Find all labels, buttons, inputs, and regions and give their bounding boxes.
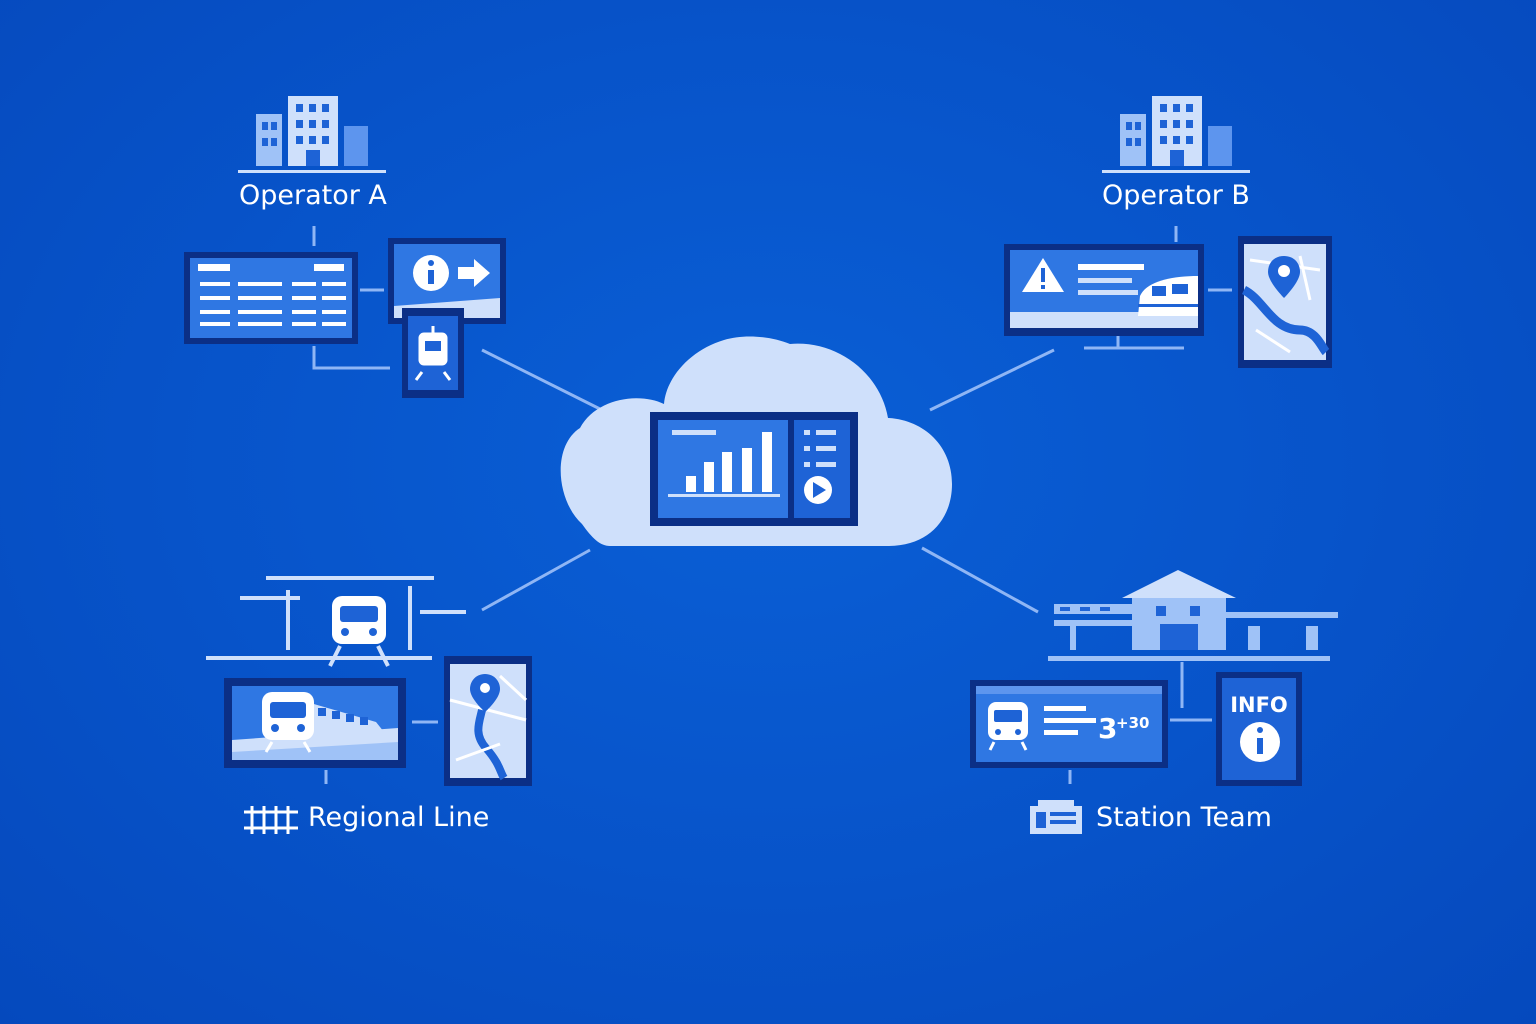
departure-board-screen <box>184 252 358 344</box>
railway-platform-icon <box>206 576 466 667</box>
warning-icon <box>1022 258 1064 292</box>
info-icon <box>413 255 449 291</box>
platform-time-text: 3 <box>1098 712 1117 745</box>
connector-operator-b <box>929 348 1055 412</box>
station-team-label: Station Team <box>1096 802 1272 833</box>
connector-station-team <box>921 546 1039 614</box>
station-team-group: 3 +30 INFO <box>970 570 1338 834</box>
map-tablet <box>444 656 532 786</box>
map-tablet <box>1238 236 1332 368</box>
office-building-icon <box>238 96 386 173</box>
handheld-device <box>402 308 464 398</box>
operator-a-label: Operator A <box>239 180 387 211</box>
train-icon <box>988 702 1028 751</box>
regional-line-label: Regional Line <box>308 802 490 833</box>
train-icon <box>332 596 386 644</box>
platform-display-screen: 3 +30 <box>970 680 1168 768</box>
train-front-icon <box>262 692 314 753</box>
railway-track-icon <box>244 806 298 834</box>
operator-b-group <box>1004 96 1332 368</box>
alert-display-screen <box>1004 244 1204 336</box>
operator-a-group <box>184 96 506 398</box>
info-sign-text: INFO <box>1230 693 1288 717</box>
station-sign-icon <box>1030 800 1082 834</box>
map-pin-icon <box>470 674 500 712</box>
connector-operator-a <box>481 348 607 414</box>
info-sign-screen: INFO <box>1216 672 1302 786</box>
train-video-screen <box>224 678 406 768</box>
cloud-hub <box>560 336 952 546</box>
operator-b-label: Operator B <box>1102 180 1250 211</box>
connector-regional-line <box>481 548 591 612</box>
play-icon <box>804 476 832 504</box>
station-building-icon <box>1048 570 1338 661</box>
map-pin-icon <box>1268 256 1300 298</box>
connector-lines <box>481 348 1055 614</box>
train-icon <box>1138 276 1198 316</box>
platform-time-suffix: +30 <box>1116 714 1149 732</box>
arrow-right-icon <box>458 259 490 287</box>
info-icon <box>1240 722 1280 762</box>
office-building-icon <box>1102 96 1250 173</box>
bar-chart-icon <box>686 432 772 492</box>
list-icon <box>804 430 836 467</box>
regional-line-group <box>206 576 532 834</box>
